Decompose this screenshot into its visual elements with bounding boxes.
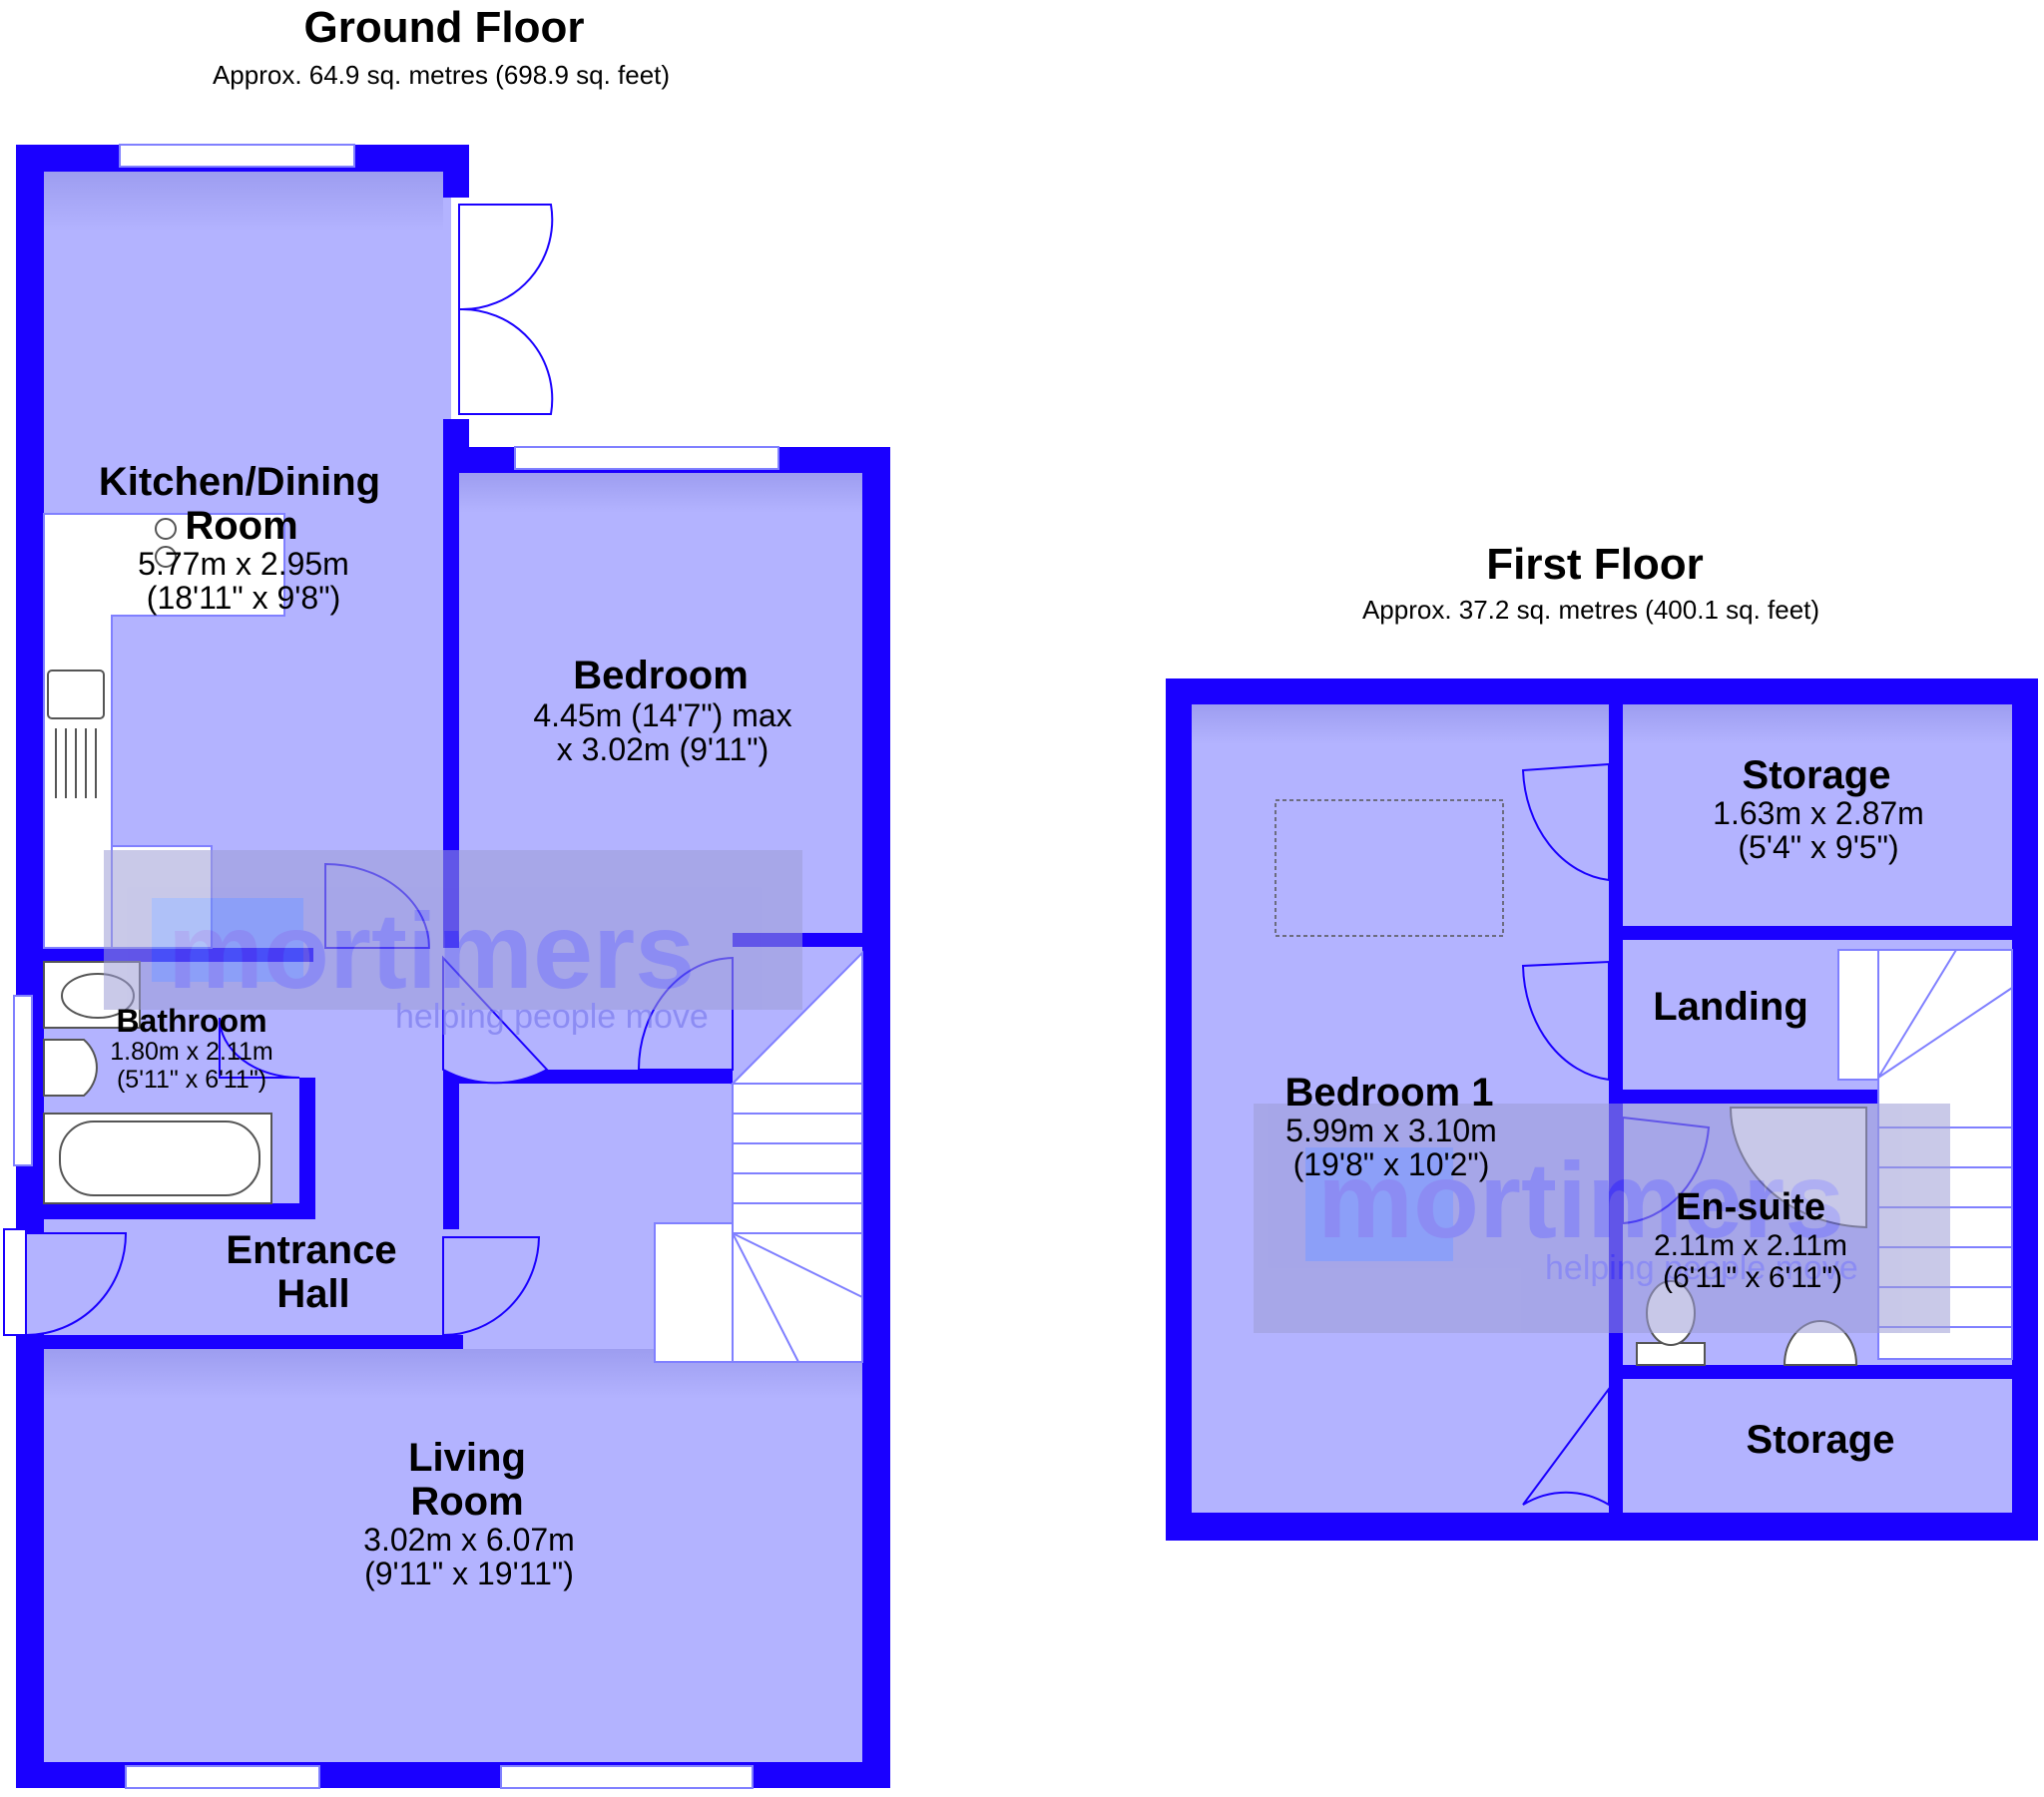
storage-bottom-name: Storage [1747, 1418, 1895, 1462]
basin-icon [43, 1039, 98, 1097]
watermark-brand: mortimers [168, 890, 695, 1011]
ground-floor-plan [3, 144, 890, 1789]
bathroom-name: Bathroom [116, 1003, 266, 1039]
watermark-brand: mortimers [1317, 1139, 1844, 1260]
living-room-dim-imperial: (9'11" x 19'11") [364, 1556, 574, 1591]
kitchen-french-doors [458, 204, 554, 415]
ground-floor-stairs [654, 950, 863, 1363]
bathroom-dim-metric: 1.80m x 2.11m [110, 1038, 273, 1066]
bedroom1-dim-metric: 5.99m x 3.10m [1285, 1113, 1497, 1148]
watermark-tagline: helping people move [395, 998, 709, 1036]
loft-hatch [1275, 799, 1504, 937]
entrance-hall-name-line1: Entrance [226, 1228, 396, 1272]
ensuite-dim-metric: 2.11m x 2.11m [1654, 1229, 1847, 1262]
first-floor-title: First Floor [1486, 540, 1704, 589]
bedroom-dim-line2: x 3.02m (9'11") [557, 731, 769, 767]
first-floor-area: Approx. 37.2 sq. metres (400.1 sq. feet) [1362, 595, 1819, 625]
bedroom1-name: Bedroom 1 [1285, 1071, 1494, 1115]
watermark-ground: mortimers helping people move [104, 850, 802, 1036]
bedroom-dim-line1: 4.45m (14'7") max [533, 697, 791, 733]
kitchen-sink-icon [47, 670, 105, 798]
kitchen-dim-imperial: (18'11" x 9'8") [147, 580, 340, 616]
storage-top-dim-metric: 1.63m x 2.87m [1713, 795, 1924, 831]
hob-icon [155, 518, 177, 568]
living-room-name-line2: Room [410, 1480, 523, 1524]
ensuite-name: En-suite [1676, 1186, 1825, 1228]
storage-top-dim-imperial: (5'4" x 9'5") [1738, 829, 1898, 865]
landing-name: Landing [1653, 985, 1808, 1029]
kitchen-name-line1: Kitchen/Dining [99, 460, 380, 504]
watermark-first: mortimers helping people move [1254, 1104, 1950, 1333]
kitchen-dim-metric: 5.77m x 2.95m [138, 546, 349, 582]
bedroom-name: Bedroom [573, 654, 749, 697]
living-room-dim-metric: 3.02m x 6.07m [363, 1522, 575, 1558]
storage-top-name: Storage [1743, 753, 1891, 797]
ground-floor-windows [13, 144, 779, 1789]
ground-floor-area: Approx. 64.9 sq. metres (698.9 sq. feet) [213, 60, 670, 90]
bedroom1-dim-imperial: (19'8" x 10'2") [1293, 1146, 1490, 1182]
bathroom-dim-imperial: (5'11" x 6'11") [117, 1066, 266, 1094]
ensuite-dim-imperial: (6'11" x 6'11") [1663, 1261, 1842, 1294]
entrance-hall-name-line2: Hall [276, 1272, 349, 1316]
ground-floor-title: Ground Floor [303, 3, 584, 52]
watermark-tagline: helping people move [1545, 1249, 1858, 1287]
kitchen-name-line2: Room [185, 504, 297, 548]
living-room-name-line1: Living [408, 1436, 526, 1480]
